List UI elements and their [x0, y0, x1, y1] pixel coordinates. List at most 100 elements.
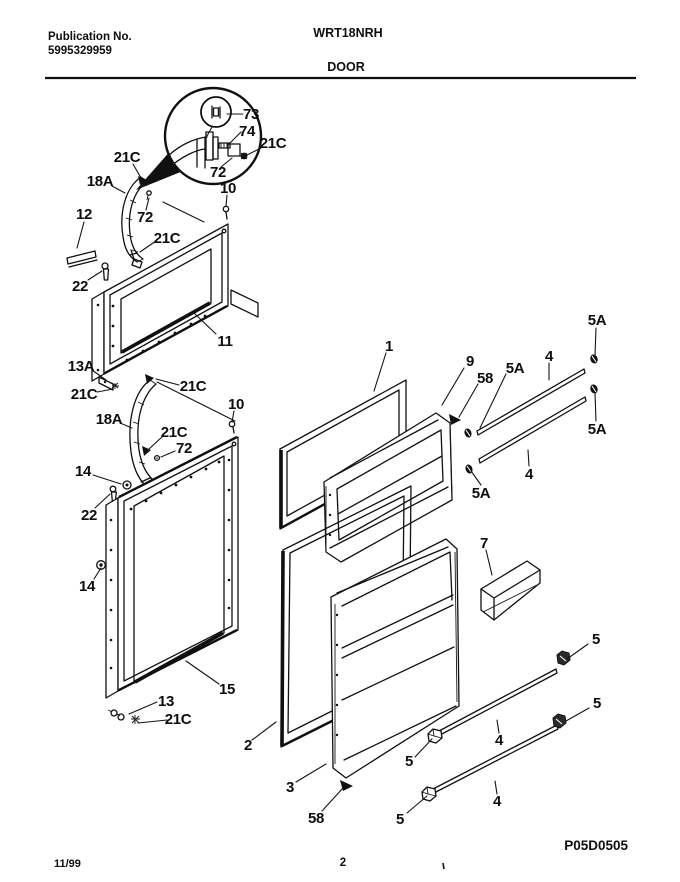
part-callout-5: 5: [396, 811, 404, 828]
clip-21C-arrow: [142, 446, 151, 456]
stray-mark: [442, 862, 445, 870]
washer-14-lower: [96, 560, 106, 570]
part-callout-15: 15: [219, 681, 235, 698]
part-callout-72: 72: [137, 209, 153, 226]
part-callout-21C: 21C: [71, 386, 98, 403]
model-number: WRT18NRH: [313, 26, 382, 40]
screw-10-upper: [222, 205, 230, 213]
part-callout-22: 22: [81, 507, 97, 524]
leader-line: [485, 549, 493, 576]
hinge-screw: [218, 142, 231, 149]
publication-label: Publication No.: [48, 31, 132, 43]
part-callout-10: 10: [220, 180, 236, 197]
part-callout-21C: 21C: [154, 230, 181, 247]
part-callout-5A: 5A: [588, 312, 607, 329]
part-callout-4: 4: [525, 466, 534, 483]
screw-22-lower: [109, 485, 117, 493]
page-header: Publication No. 5995329959 WRT18NRH DOOR: [45, 26, 636, 80]
leader-line: [132, 163, 142, 179]
leader-line: [458, 383, 479, 418]
part-callout-58: 58: [308, 810, 324, 827]
part-callout-73: 73: [243, 106, 259, 123]
part-callout-21C: 21C: [260, 135, 287, 152]
part-callout-58: 58: [477, 370, 493, 387]
part-callout-72: 72: [176, 440, 192, 457]
hinge-pin: [211, 105, 221, 119]
part-callout-13A: 13A: [68, 358, 95, 375]
part-callout-4: 4: [493, 793, 502, 810]
leader-line: [565, 707, 590, 722]
part-callout-4: 4: [495, 732, 504, 749]
leader-line: [139, 240, 157, 253]
leader-line: [93, 567, 102, 580]
leader-line: [225, 194, 228, 207]
page-number: 2: [340, 857, 346, 869]
lower-hinge-gasket-18A: [129, 374, 157, 486]
leader-line: [128, 701, 158, 715]
door-handle-7: [480, 560, 541, 621]
clip-21C-star: [111, 382, 119, 389]
leader-line: [414, 738, 433, 758]
fresh-food-outer-door-panel-15: [105, 435, 239, 699]
leader-lines: [76, 113, 597, 814]
leader-line: [206, 126, 213, 137]
screw-58-arrow: [449, 414, 461, 425]
hinge-detail-inset: [136, 86, 263, 190]
part-callout-11: 11: [217, 333, 232, 350]
part-callout-74: 74: [239, 123, 256, 140]
leader-line: [193, 312, 217, 335]
part-callout-4: 4: [545, 348, 554, 365]
leader-line: [321, 787, 344, 812]
leader-line: [494, 780, 498, 795]
hinge-pin-hole: [231, 441, 237, 447]
door-stop-12: [66, 250, 98, 268]
leader-line: [119, 422, 133, 429]
part-callout-22: 22: [72, 278, 88, 295]
trim-end-clips-5A: [464, 354, 598, 474]
part-callout-5: 5: [593, 695, 601, 712]
bolt-14-upper: [122, 480, 132, 490]
leader-line: [91, 369, 107, 381]
clip-21C-star-bottom: [131, 715, 140, 724]
part-callout-13: 13: [158, 693, 174, 710]
leader-line: [566, 643, 589, 660]
part-callout-21C: 21C: [165, 711, 192, 728]
leader-line: [155, 378, 180, 386]
part-callout-14: 14: [75, 463, 92, 480]
upper-hinge-gasket-18A: [121, 176, 148, 269]
section-title: DOOR: [327, 60, 365, 74]
lower-fasteners: [96, 420, 236, 724]
part-callout-5A: 5A: [506, 360, 525, 377]
screw-22-upper: [101, 262, 109, 270]
part-callout-21C: 21C: [180, 378, 207, 395]
freezer-inner-door-panel: [323, 412, 461, 563]
leader-line: [527, 449, 530, 467]
part-callout-18A: 18A: [96, 411, 123, 428]
corner-flap: [230, 289, 259, 318]
page-footer: P05D0505 11/99 2: [54, 838, 628, 870]
gasket-clip-21C: [145, 374, 154, 384]
leader-line: [229, 131, 242, 144]
bottom-hinge-bracket-13A: [98, 376, 114, 391]
part-callout-1: 1: [385, 338, 393, 355]
screw-72-lower: [153, 454, 161, 462]
leader-line: [92, 474, 122, 485]
leader-line: [295, 763, 327, 783]
leader-line: [470, 470, 482, 486]
leader-line: [145, 197, 150, 211]
wingnut-13: [110, 709, 118, 717]
part-callout-72: 72: [210, 164, 226, 181]
part-callout-3: 3: [286, 779, 294, 796]
leader-line: [594, 327, 597, 357]
leader-line: [111, 185, 126, 194]
leader-line: [220, 157, 233, 168]
part-callout-5A: 5A: [472, 485, 491, 502]
publication-number: 5995329959: [48, 45, 112, 57]
leader-line: [148, 435, 164, 450]
part-callout-14: 14: [79, 578, 96, 595]
leader-line: [160, 450, 176, 458]
leader-line: [594, 392, 597, 422]
part-callout-12: 12: [76, 206, 92, 223]
